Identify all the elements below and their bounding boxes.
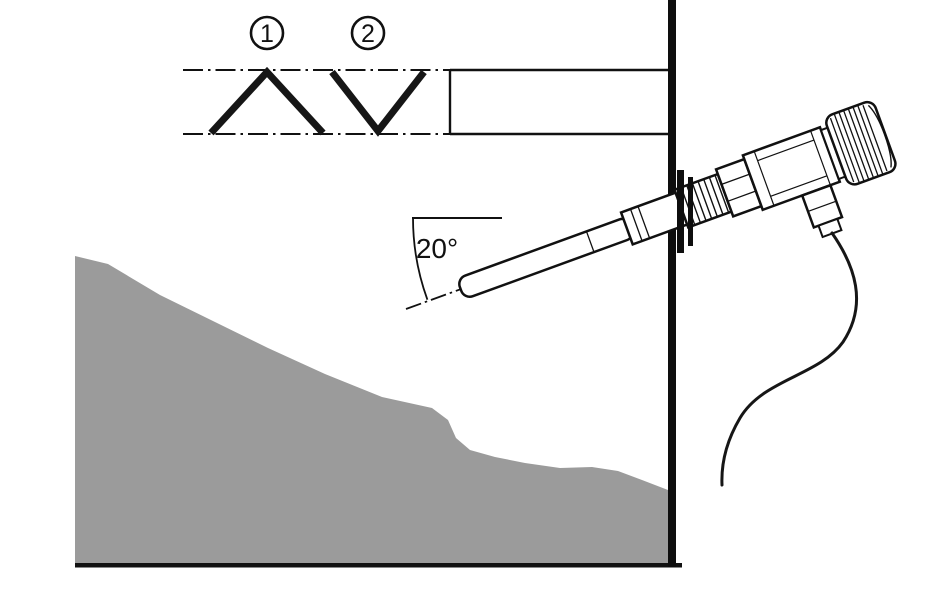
vessel-bottom-line xyxy=(75,563,682,568)
fork-symbol-peak-up xyxy=(208,66,326,136)
collar-threads xyxy=(680,174,730,226)
nozzle-outline xyxy=(448,68,668,136)
connection-cable xyxy=(720,231,858,487)
probe-weld-line xyxy=(585,231,595,253)
mounting-boss-ribs xyxy=(629,206,651,242)
probe-tube xyxy=(458,217,635,299)
option-2-number: 2 xyxy=(361,20,375,48)
option-2-marker: 2 xyxy=(350,15,386,51)
bulk-material-mound xyxy=(75,256,668,563)
cable-gland-line xyxy=(807,200,837,213)
angle-label: 20° xyxy=(416,233,458,264)
option-1-marker: 1 xyxy=(249,15,285,51)
vessel-wall xyxy=(668,0,676,567)
housing-body-details xyxy=(753,130,831,206)
fork-symbol-valley-down xyxy=(329,69,427,137)
hex-nut-facets xyxy=(721,173,757,202)
angle-arc xyxy=(412,217,429,301)
wall-clamp-bar-outer xyxy=(677,170,684,253)
wall-clamp-bar-inner xyxy=(688,177,693,246)
option-2-circle xyxy=(350,15,386,51)
option-1-circle xyxy=(249,15,285,51)
end-cap-face-arc xyxy=(867,104,892,168)
option-1-number: 1 xyxy=(260,20,274,48)
level-switch-device xyxy=(458,100,897,299)
end-cap-ribs xyxy=(829,105,888,183)
